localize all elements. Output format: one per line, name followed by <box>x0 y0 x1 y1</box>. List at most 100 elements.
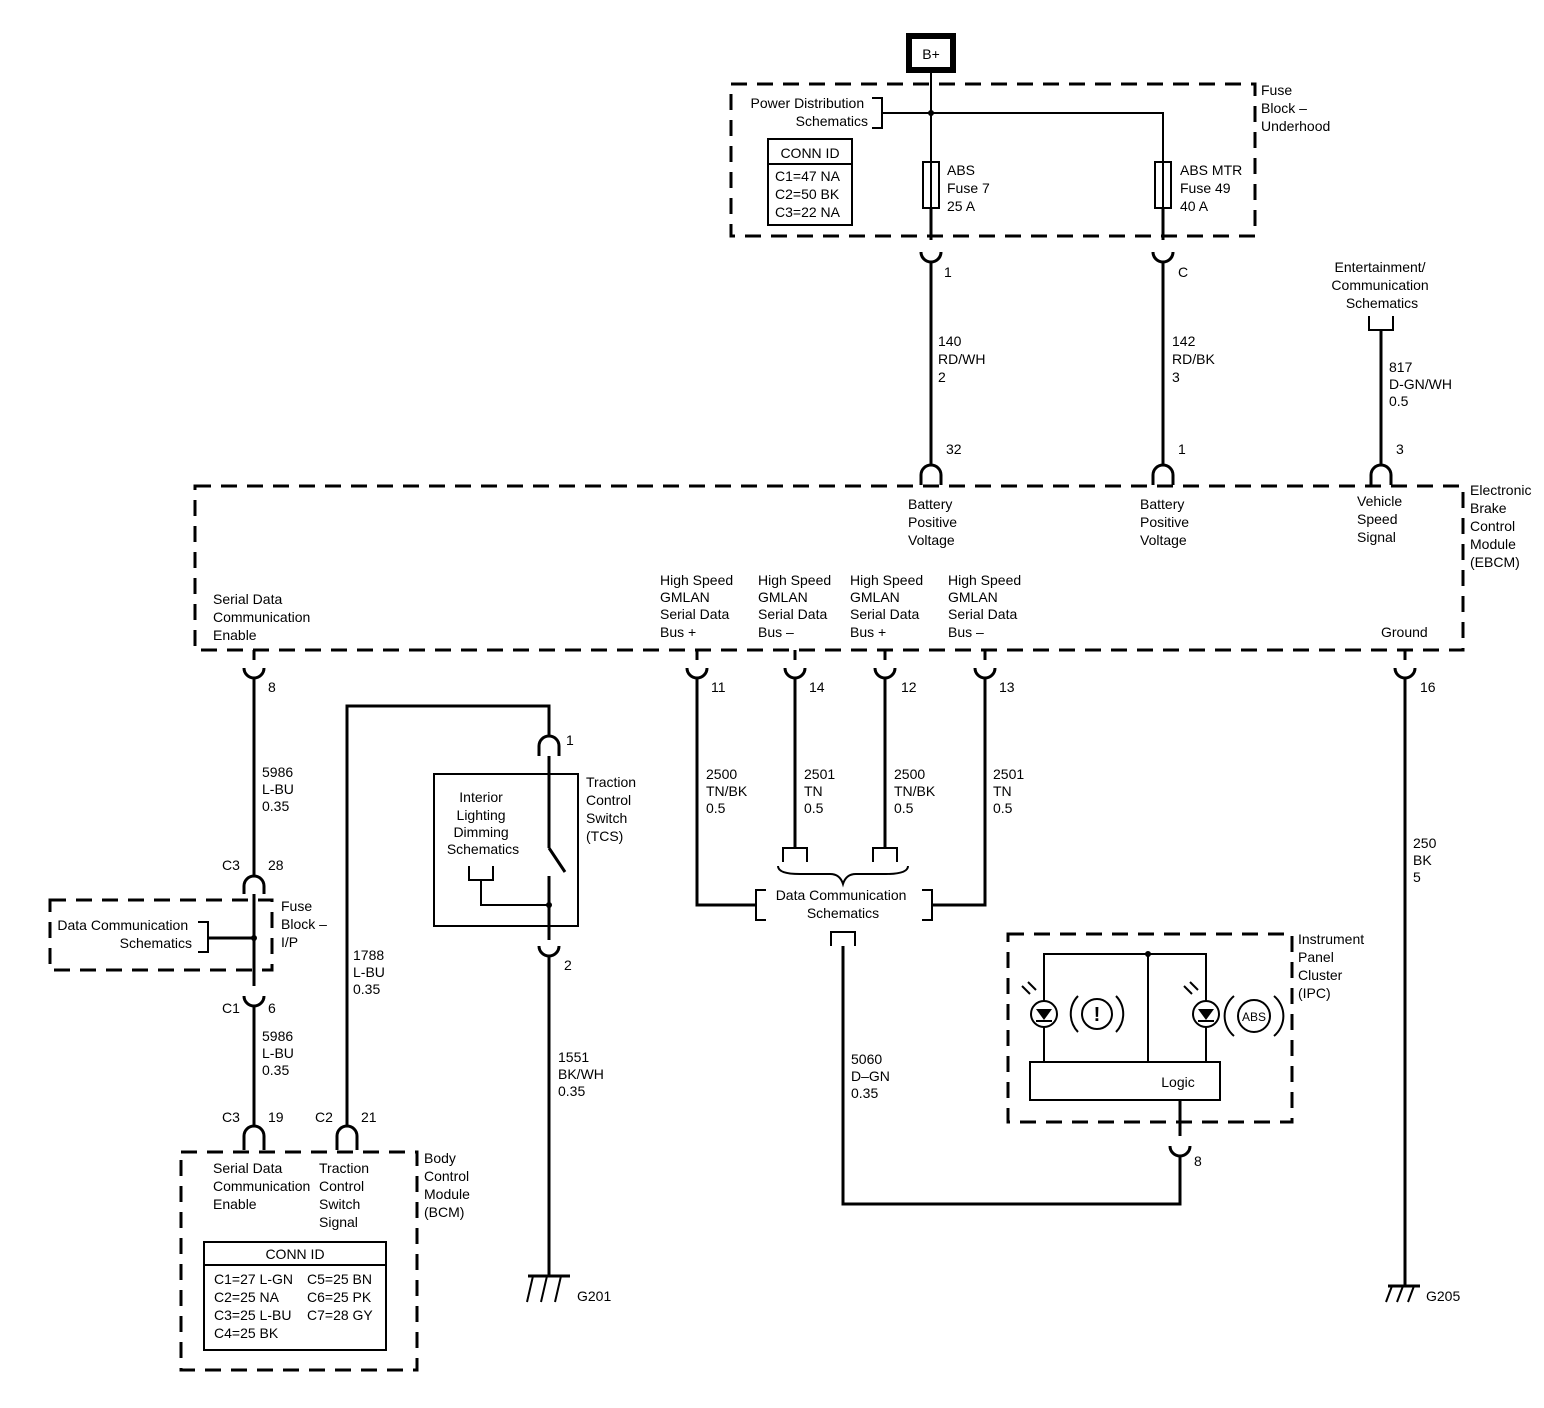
connector-ebcm-32 <box>919 463 943 485</box>
pin-label: 28 <box>268 857 284 873</box>
connector-ipc-8 <box>1168 1100 1192 1158</box>
ipc-logic-block <box>1029 1061 1221 1101</box>
connector-bcm-c3-19 <box>242 1124 266 1150</box>
tcs-boundary <box>433 773 579 927</box>
fbip-bracket <box>198 921 209 953</box>
pin-label: C <box>1178 264 1188 280</box>
svg-text:C2=50 BK: C2=50 BK <box>775 186 840 202</box>
ipc-supply-bus <box>1043 953 1207 1062</box>
wire-5060-label: 5060 D–GN 0.35 <box>851 1051 894 1101</box>
connector-id: C1 <box>222 1000 240 1016</box>
entertainment-communication-ref[interactable]: Entertainment/ Communication Schematics <box>1331 259 1432 311</box>
connector-underhood-c <box>1151 251 1175 264</box>
svg-text:C1=47 NA: C1=47 NA <box>775 168 841 184</box>
wire-817-label: 817 D-GN/WH 0.5 <box>1389 359 1456 409</box>
connector-fbip-c1 <box>242 995 266 1008</box>
wire-140-label: 140 RD/WH 2 <box>938 333 989 385</box>
wire-2501-b-label: 2501 TN 0.5 <box>993 766 1028 816</box>
svg-text:C6=25 PK: C6=25 PK <box>307 1289 372 1305</box>
ebcm-vehicle-speed-signal: Vehicle Speed Signal <box>1357 493 1406 545</box>
bcm-serial-data-enable: Serial Data Communication Enable <box>213 1160 314 1212</box>
svg-text:C1=27 L-GN: C1=27 L-GN <box>214 1271 293 1287</box>
fbip-data-communication-ref[interactable]: Data Communication Schematics <box>57 917 192 951</box>
bus-bar <box>882 112 1164 162</box>
wire-1788[interactable] <box>345 704 551 1126</box>
wire-2500-b-label: 2500 TN/BK 0.5 <box>894 766 939 816</box>
power-distribution-ref[interactable]: Power Distribution Schematics <box>751 95 869 129</box>
pin-label: 1 <box>1178 441 1186 457</box>
power-distribution-bracket <box>872 97 883 129</box>
ebcm-serial-data-enable: Serial Data Communication Enable <box>213 591 314 643</box>
data-comm-left-bracket <box>755 889 766 921</box>
connector-tcs-1 <box>537 734 561 756</box>
svg-text:CONN ID: CONN ID <box>265 1246 324 1262</box>
fuse-block-underhood-label: Fuse Block – Underhood <box>1261 82 1330 134</box>
pin-label: 1 <box>944 264 952 280</box>
tcs-label: Traction Control Switch (TCS) <box>586 774 640 844</box>
wire-2500-a[interactable] <box>695 678 756 907</box>
svg-text:C3=22 NA: C3=22 NA <box>775 204 841 220</box>
wire-5986-lower-label: 5986 L-BU 0.35 <box>262 1028 298 1078</box>
brake-warning-icon: ! <box>1069 995 1125 1033</box>
svg-text:C5=25 BN: C5=25 BN <box>307 1271 372 1287</box>
fuse-abs-mtr-label: ABS MTR Fuse 49 40 A <box>1180 162 1246 214</box>
interior-lighting-dimming-ref[interactable]: Interior Lighting Dimming Schematics <box>447 789 519 857</box>
splice <box>928 110 934 116</box>
pin-label: 8 <box>268 679 276 695</box>
ebcm-hs-gmlan-bus-minus-13: High Speed GMLAN Serial Data Bus – <box>948 572 1025 640</box>
bcm-label: Body Control Module (BCM) <box>424 1150 474 1220</box>
fuse-block-ip-label: Fuse Block – I/P <box>281 898 331 950</box>
battery-positive-label: B+ <box>922 46 940 62</box>
svg-text:ABS: ABS <box>1242 1010 1266 1024</box>
pin-label: 3 <box>1396 441 1404 457</box>
connector-bcm-c2-21 <box>335 1124 359 1150</box>
ipc-boundary <box>1006 932 1294 1124</box>
wire-5986-upper-label: 5986 L-BU 0.35 <box>262 764 298 814</box>
led-indicator-abs <box>1183 981 1220 1028</box>
wire-1788-label: 1788 L-BU 0.35 <box>353 947 389 997</box>
fuse-block-underhood-boundary <box>729 82 1257 238</box>
wire-5060[interactable] <box>841 946 1182 1206</box>
svg-text:C2=25 NA: C2=25 NA <box>214 1289 280 1305</box>
wire-2501-b[interactable] <box>932 678 987 907</box>
ground-g205-label: G205 <box>1426 1288 1460 1304</box>
connector-underhood-1 <box>919 251 943 264</box>
svg-text:C4=25 BK: C4=25 BK <box>214 1325 279 1341</box>
tcs-switch-contact[interactable] <box>547 847 567 873</box>
connector-ebcm-1 <box>1151 463 1175 485</box>
ebcm-hs-gmlan-bus-plus-12: High Speed GMLAN Serial Data Bus + <box>850 572 927 640</box>
connector-fbip-c3 <box>242 874 266 894</box>
connector-ebcm-3 <box>1369 463 1393 485</box>
pin-label: 14 <box>809 679 825 695</box>
ebcm-hs-gmlan-bus-plus-11: High Speed GMLAN Serial Data Bus + <box>660 572 737 640</box>
ebcm-boundary <box>193 484 1465 652</box>
pin-label: 8 <box>1194 1153 1202 1169</box>
ebcm-label: Electronic Brake Control Module (EBCM) <box>1470 482 1535 570</box>
bcm-traction-control-switch-signal: Traction Control Switch Signal <box>319 1160 373 1230</box>
connector-id: C3 <box>222 1109 240 1125</box>
pin-label: 11 <box>711 679 726 695</box>
connector-id: C2 <box>315 1109 333 1125</box>
svg-text:C3=25 L-BU: C3=25 L-BU <box>214 1307 291 1323</box>
svg-text:CONN ID: CONN ID <box>780 145 839 161</box>
ground-g201-label: G201 <box>577 1288 611 1304</box>
pin-label: 6 <box>268 1000 276 1016</box>
pin-label: 32 <box>946 441 962 457</box>
connector-tcs-2 <box>537 945 561 958</box>
wire-2500-a-label: 2500 TN/BK 0.5 <box>706 766 751 816</box>
wire-142-label: 142 RD/BK 3 <box>1172 333 1219 385</box>
led-indicator-brake <box>1021 981 1058 1028</box>
entertainment-bracket <box>1368 316 1394 331</box>
underhood-conn-id-table: CONN ID C1=47 NA C2=50 BK C3=22 NA <box>767 138 853 226</box>
fuse-block-ip-boundary <box>48 898 274 972</box>
ground-g205 <box>1385 1284 1420 1303</box>
data-communication-center-ref[interactable]: Data Communication Schematics <box>776 887 911 921</box>
ebcm-bottom-connectors <box>242 650 1417 680</box>
wire-2501-a-label: 2501 TN 0.5 <box>804 766 839 816</box>
ipc-label: Instrument Panel Cluster (IPC) <box>1298 931 1368 1001</box>
ebcm-hs-gmlan-bus-minus-14: High Speed GMLAN Serial Data Bus – <box>758 572 835 640</box>
ebcm-ground-label: Ground <box>1381 624 1428 640</box>
bcm-boundary <box>179 1150 419 1372</box>
bcm-conn-id-table: CONN ID C1=27 L-GN C2=25 NA C3=25 L-BU C… <box>203 1241 387 1351</box>
